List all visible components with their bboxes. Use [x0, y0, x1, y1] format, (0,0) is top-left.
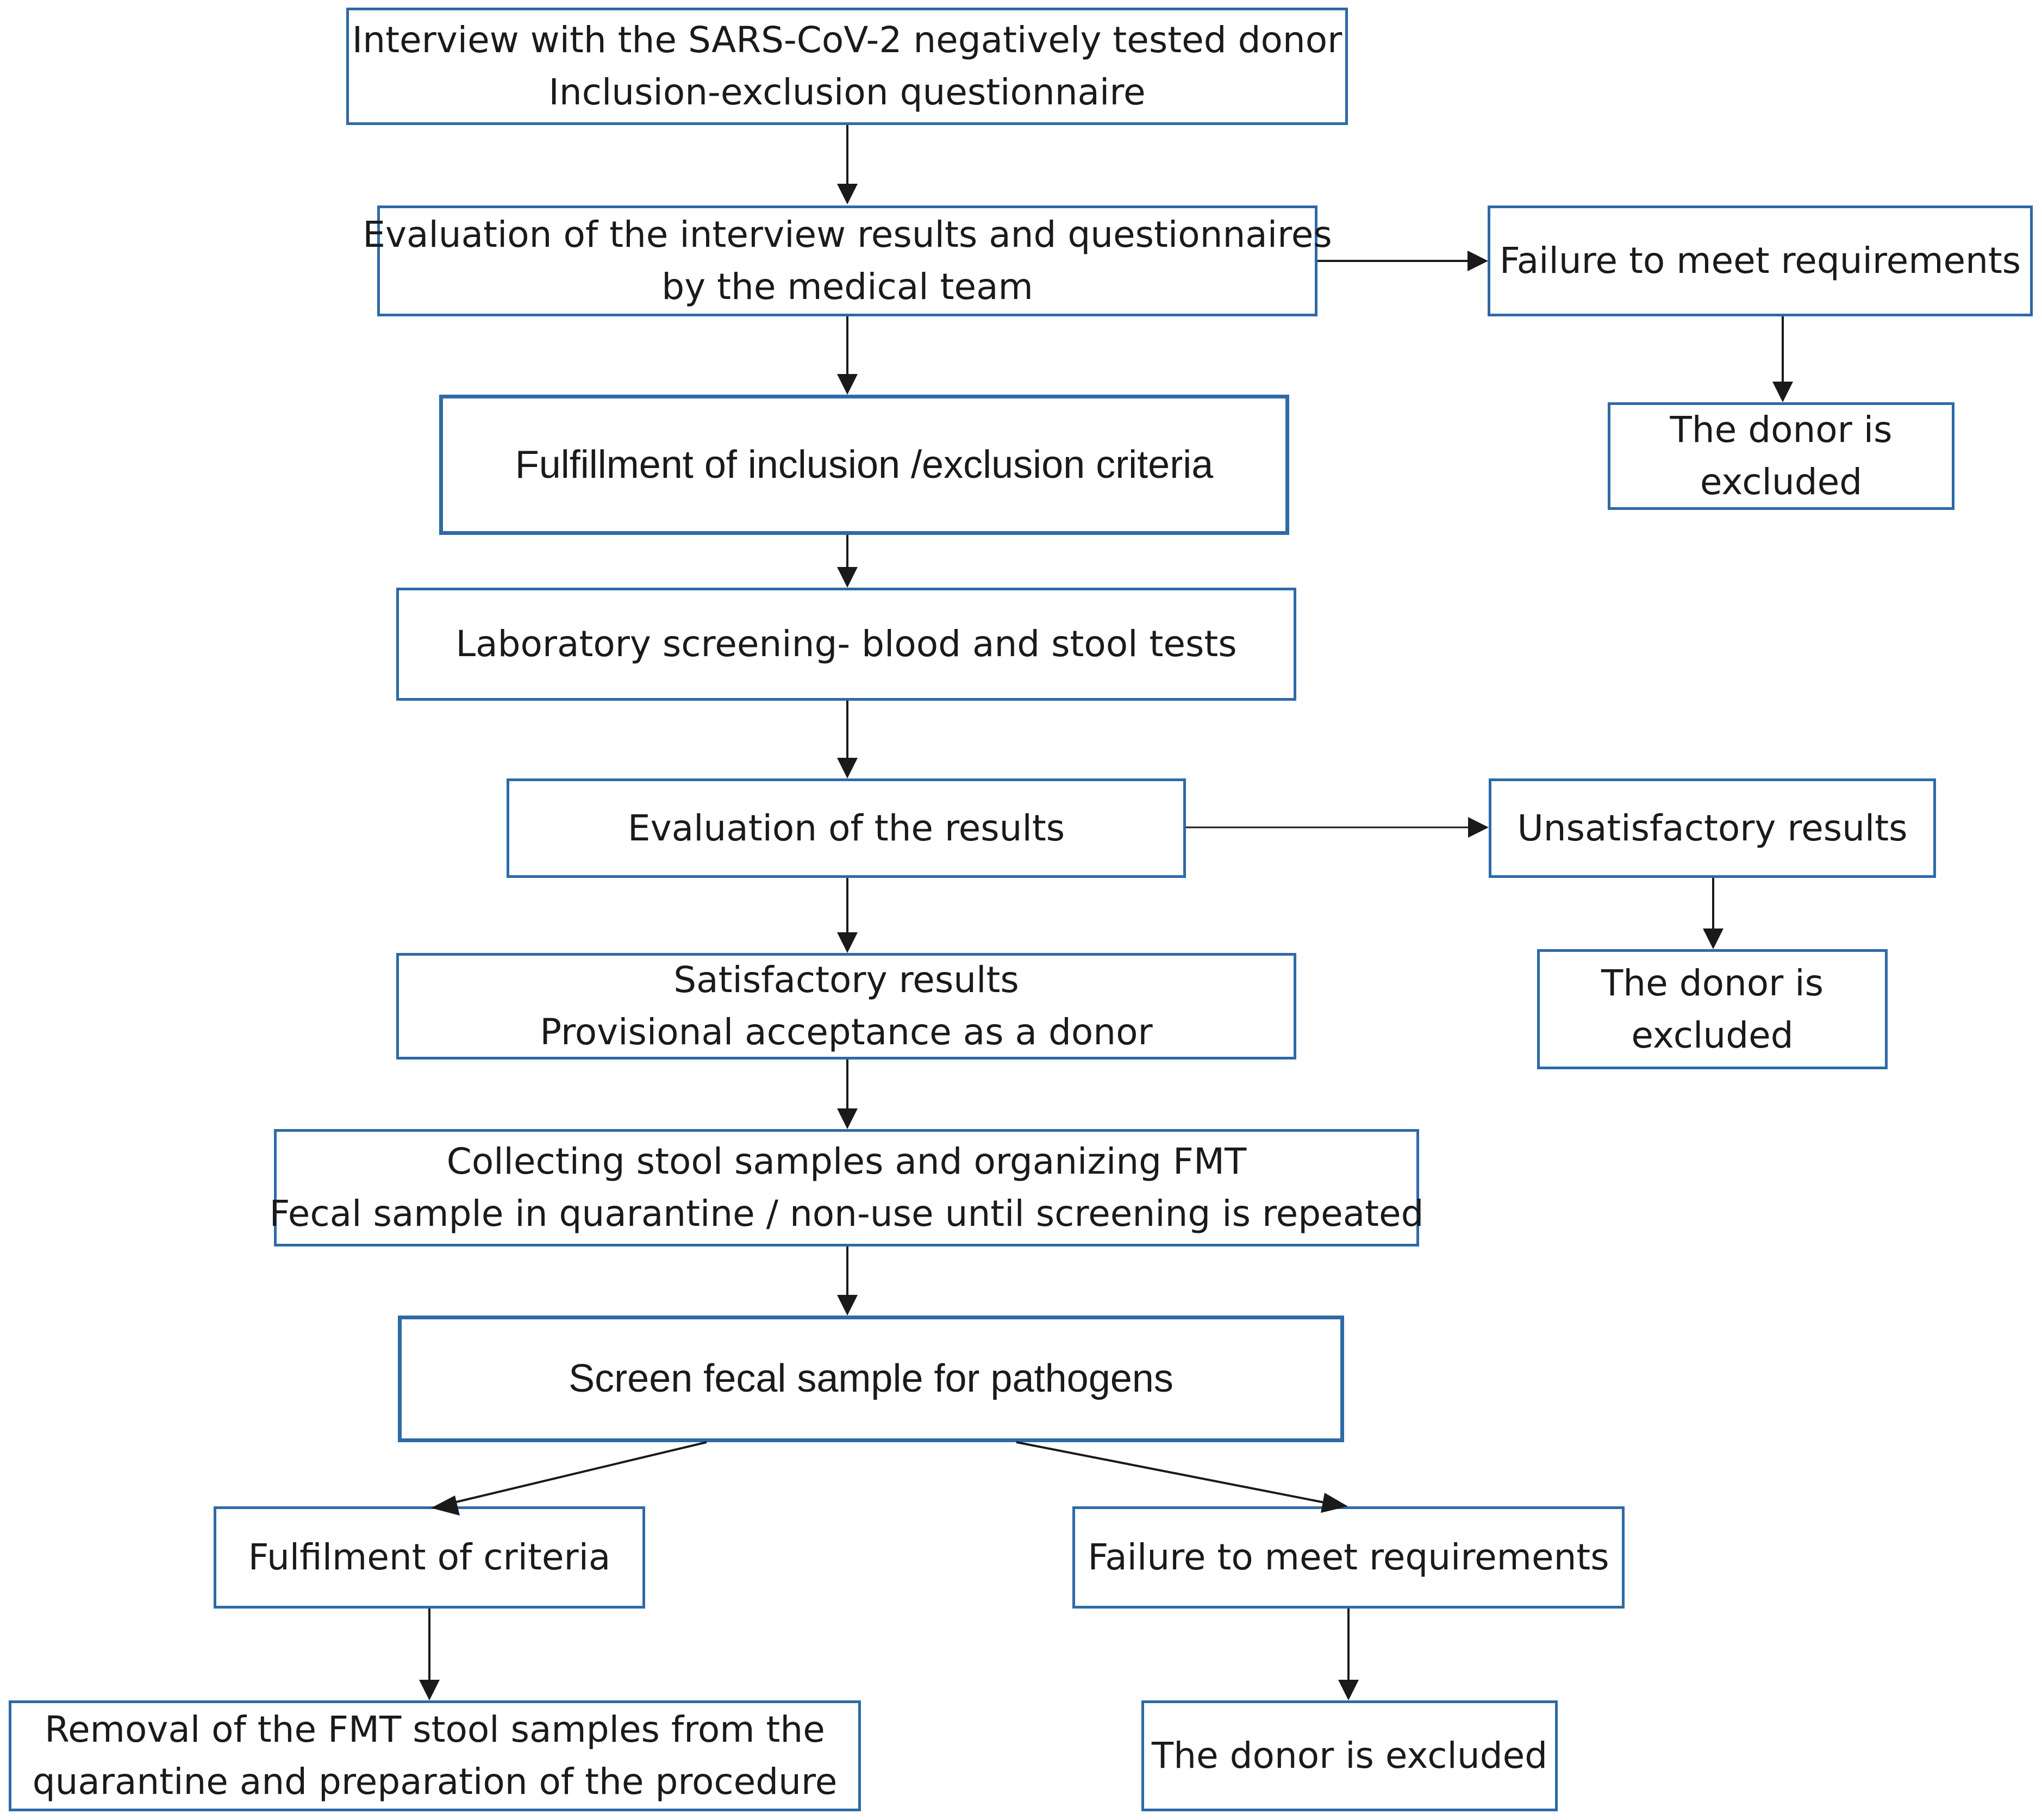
node-unsatisfactory: Unsatisfactory results: [1489, 778, 1936, 878]
node-failure-2: Failure to meet requirements: [1072, 1506, 1625, 1609]
arrowhead-8: [1703, 928, 1723, 949]
node-fulfilment-criteria: Fulfilment of criteria: [214, 1506, 645, 1609]
node-excluded-2-line1: The donor is: [1601, 962, 1824, 1004]
arrowhead-15: [1338, 1680, 1359, 1700]
node-evaluation-interview: Evaluation of the interview results and …: [363, 205, 1332, 316]
node-collecting: Collecting stool samples and organizing …: [269, 1129, 1424, 1246]
arrow-screen-to-failure-2: [1016, 1441, 1328, 1504]
node-satisfactory-line2: Provisional acceptance as a donor: [540, 1011, 1153, 1053]
node-failure-2-line1: Failure to meet requirements: [1088, 1536, 1609, 1579]
node-evaluation-results-line1: Evaluation of the results: [627, 807, 1065, 849]
node-interview-line2: Inclusion-exclusion questionnaire: [548, 71, 1146, 113]
node-evaluation-results: Evaluation of the results: [507, 778, 1186, 878]
arrowhead-2: [1468, 251, 1488, 271]
node-evaluation-interview-line1: Evaluation of the interview results and …: [363, 214, 1332, 256]
node-screen-fecal: Screen fecal sample for pathogens: [398, 1316, 1344, 1442]
arrowhead-9: [837, 932, 858, 953]
arrow-screen-to-fulfilment: [451, 1441, 707, 1504]
arrowhead-10: [837, 1108, 858, 1129]
node-collecting-line2: Fecal sample in quarantine / non-use unt…: [269, 1193, 1424, 1235]
node-satisfactory-line1: Satisfactory results: [673, 959, 1019, 1001]
node-collecting-line1: Collecting stool samples and organizing …: [446, 1140, 1247, 1183]
node-excluded-2-line2: excluded: [1631, 1014, 1794, 1056]
arrowhead-6: [837, 758, 858, 778]
arrowhead-11: [837, 1295, 858, 1316]
node-excluded-3-line1: The donor is excluded: [1151, 1735, 1548, 1777]
arrowhead-7: [1468, 817, 1489, 838]
node-excluded-1-line1: The donor is: [1670, 409, 1893, 451]
node-failure-1-line1: Failure to meet requirements: [1499, 240, 2021, 282]
node-fulfilment-criteria-line1: Fulfilment of criteria: [248, 1536, 611, 1579]
arrowhead-12: [431, 1495, 460, 1516]
node-unsatisfactory-line1: Unsatisfactory results: [1517, 807, 1908, 849]
node-removal-line1: Removal of the FMT stool samples from th…: [45, 1709, 825, 1751]
node-interview-line1: Interview with the SARS-CoV-2 negatively…: [352, 19, 1342, 61]
arrowhead-1: [837, 184, 858, 204]
node-excluded-3: The donor is excluded: [1141, 1700, 1558, 1811]
arrowhead-14: [419, 1680, 440, 1700]
arrowhead-5: [837, 567, 858, 588]
node-fulfillment-inclusion-line1: Fulfillment of inclusion /exclusion crit…: [515, 442, 1214, 487]
arrowhead-13: [1321, 1493, 1348, 1513]
node-fulfillment-inclusion: Fulfillment of inclusion /exclusion crit…: [439, 395, 1289, 535]
arrowhead-3: [1772, 382, 1793, 402]
node-excluded-1-line2: excluded: [1700, 461, 1863, 503]
node-excluded-1: The donor is excluded: [1608, 402, 1954, 510]
node-screen-fecal-line1: Screen fecal sample for pathogens: [569, 1357, 1173, 1401]
node-evaluation-interview-line2: by the medical team: [661, 266, 1033, 308]
node-removal-line2: quarantine and preparation of the proced…: [32, 1761, 838, 1803]
node-lab-screening: Laboratory screening- blood and stool te…: [396, 588, 1296, 701]
node-excluded-2: The donor is excluded: [1537, 949, 1888, 1069]
node-lab-screening-line1: Laboratory screening- blood and stool te…: [455, 623, 1237, 665]
node-satisfactory: Satisfactory results Provisional accepta…: [396, 953, 1296, 1059]
node-removal: Removal of the FMT stool samples from th…: [9, 1700, 861, 1811]
arrowhead-4: [837, 374, 858, 395]
node-interview: Interview with the SARS-CoV-2 negatively…: [346, 8, 1348, 125]
node-failure-1: Failure to meet requirements: [1488, 205, 2033, 316]
